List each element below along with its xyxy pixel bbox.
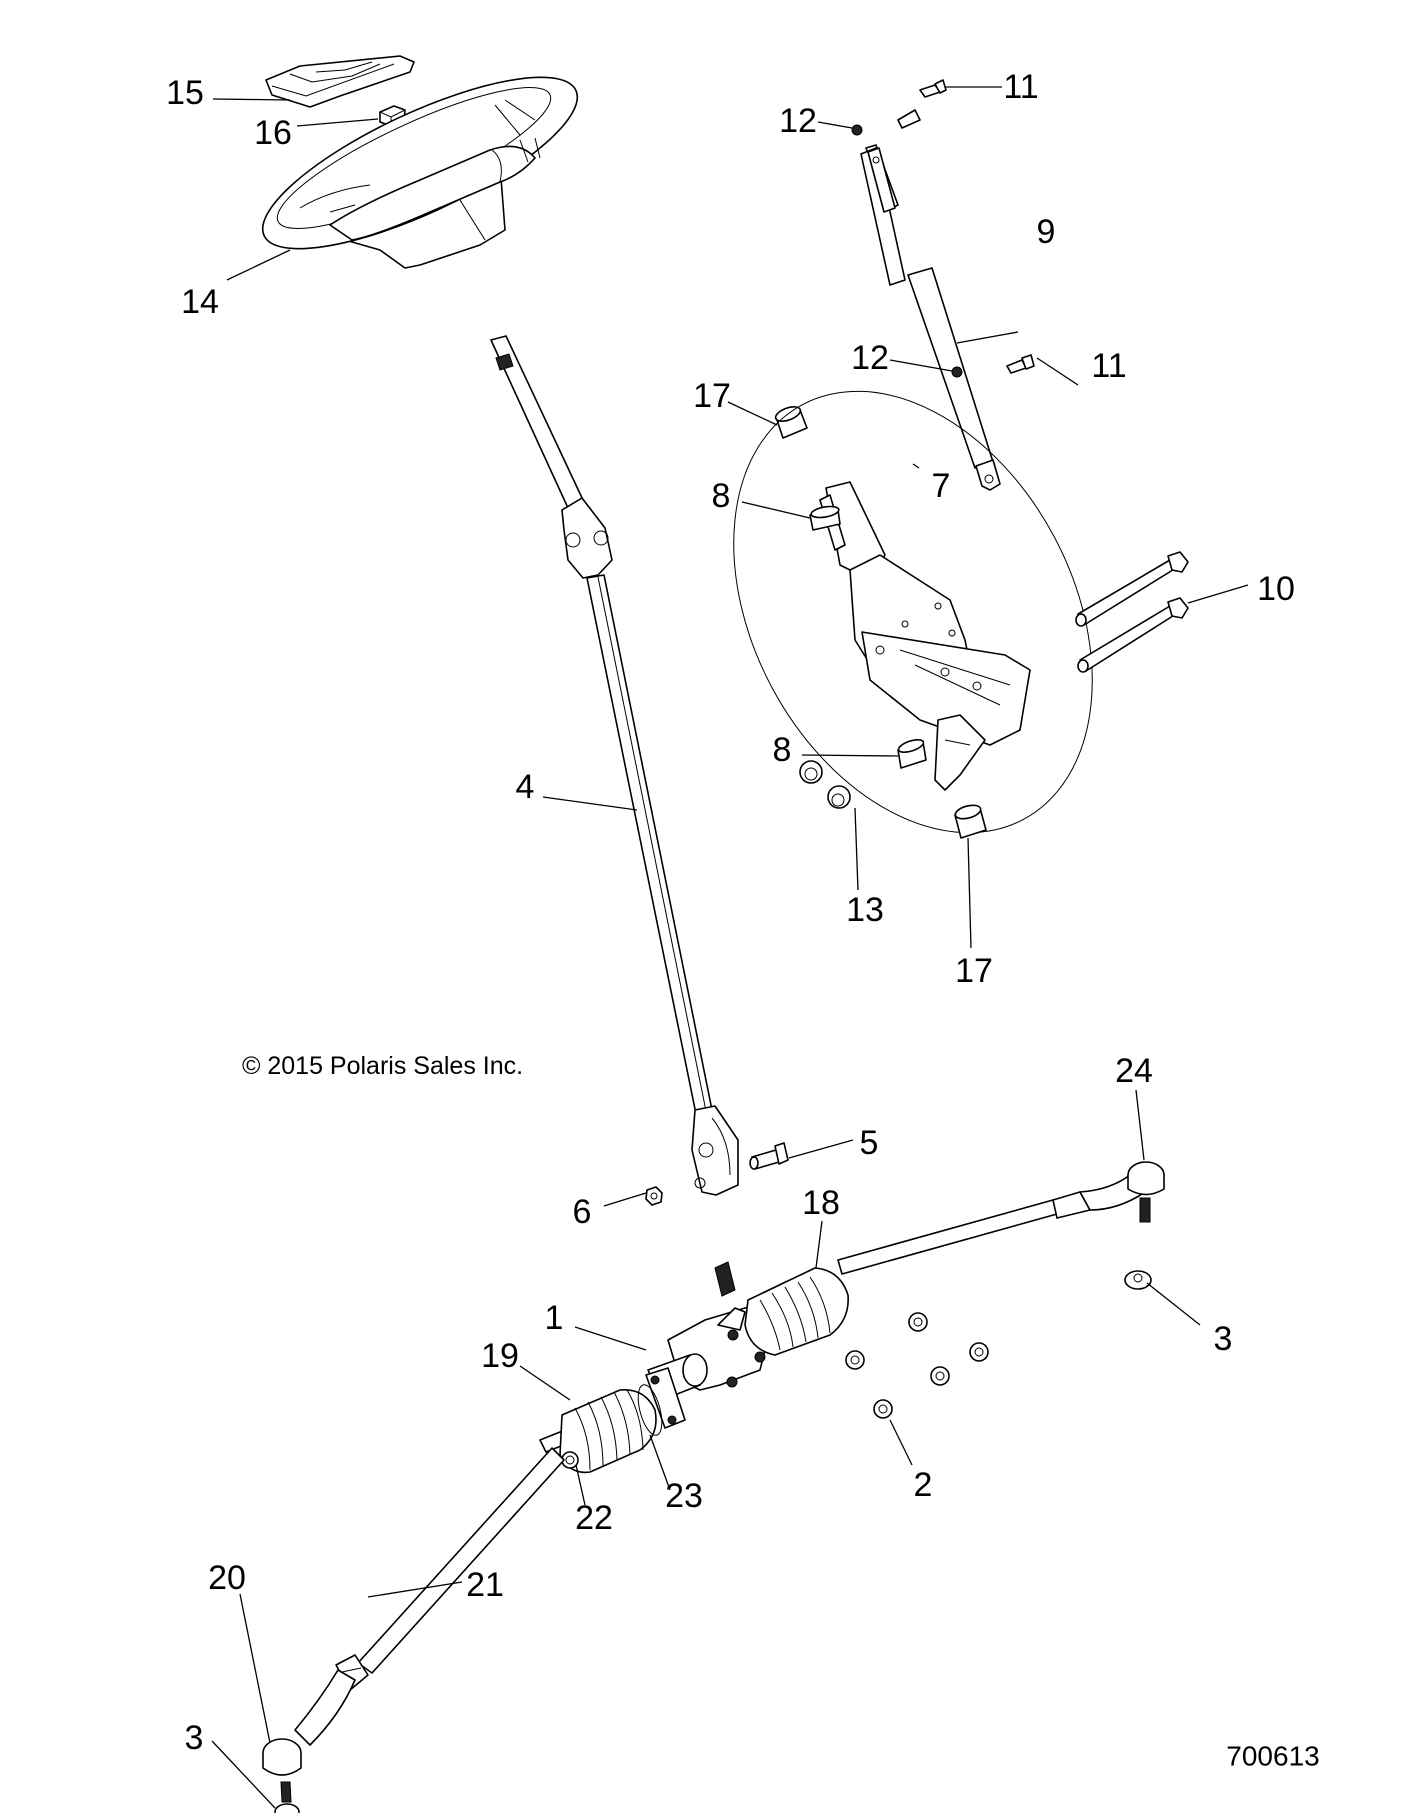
callout-20: 20: [208, 1559, 246, 1597]
u-joint-bolt[interactable]: [749, 1142, 789, 1170]
callout-11-top: 11: [1003, 68, 1038, 106]
figure-id: 700613: [1226, 1741, 1319, 1772]
callout-22: 22: [575, 1499, 613, 1537]
callout-8-bottom: 8: [773, 731, 792, 769]
left-tie-rod-end[interactable]: [262, 1669, 356, 1803]
callout-8-top: 8: [712, 477, 731, 515]
left-tie-rod[interactable]: [335, 1447, 565, 1691]
callout-11-bottom: 11: [1091, 347, 1126, 385]
callout-7: 7: [932, 467, 951, 505]
steering-wheel[interactable]: [243, 45, 597, 281]
callout-17-top: 17: [693, 377, 731, 415]
flanged-bushing-top[interactable]: [774, 404, 808, 439]
callout-19: 19: [481, 1337, 519, 1375]
strut-stud-bottom[interactable]: [1006, 354, 1035, 374]
callout-3-bottom: 3: [185, 1719, 204, 1757]
bushing-bottom[interactable]: [897, 737, 927, 769]
callout-9: 9: [1037, 213, 1056, 251]
bracket-nut-left[interactable]: [799, 760, 823, 784]
callout-23: 23: [665, 1477, 703, 1515]
bracket-nut-right[interactable]: [827, 785, 851, 809]
callout-16: 16: [254, 114, 292, 152]
boot-clamp-large[interactable]: [634, 1382, 667, 1437]
strut-nut-top[interactable]: [851, 124, 863, 136]
strut-stud-top[interactable]: [919, 79, 947, 98]
callout-1: 1: [545, 1299, 564, 1337]
callout-2: 2: [914, 1466, 933, 1504]
flanged-bushing-bottom[interactable]: [954, 803, 987, 839]
callout-15: 15: [166, 74, 204, 112]
callout-4: 4: [516, 768, 535, 806]
rack-mount-nuts[interactable]: [845, 1312, 989, 1419]
leader-lines: [211, 86, 1249, 1809]
callout-13: 13: [846, 891, 884, 929]
callout-3-right: 3: [1214, 1320, 1233, 1358]
right-tie-rod-end[interactable]: [1052, 1161, 1165, 1223]
u-joint-nut[interactable]: [645, 1186, 663, 1206]
callout-21: 21: [466, 1566, 504, 1604]
strut-nut-bottom[interactable]: [951, 366, 963, 378]
strut-stud-upper-pin[interactable]: [897, 109, 921, 129]
callout-17-bottom: 17: [955, 952, 993, 990]
tie-rod-end-nut-right[interactable]: [1124, 1270, 1152, 1290]
callout-14: 14: [181, 283, 219, 321]
steering-rack-assembly[interactable]: [539, 1199, 1058, 1453]
callout-10: 10: [1257, 570, 1295, 608]
copyright-notice: © 2015 Polaris Sales Inc.: [242, 1052, 523, 1080]
pivot-bolt-lower[interactable]: [1077, 597, 1189, 673]
bushing-top[interactable]: [809, 505, 841, 531]
callout-12-bottom: 12: [851, 339, 889, 377]
callout-18: 18: [802, 1184, 840, 1222]
pivot-bolt-upper[interactable]: [1075, 551, 1189, 627]
callout-24: 24: [1115, 1052, 1153, 1090]
steering-shaft[interactable]: [490, 335, 739, 1196]
callout-12-top: 12: [779, 102, 817, 140]
gas-strut[interactable]: [860, 144, 1001, 491]
tilt-bracket-assembly[interactable]: [661, 329, 1164, 894]
callout-6: 6: [573, 1193, 592, 1231]
right-boot[interactable]: [744, 1267, 849, 1356]
tie-rod-end-nut-left[interactable]: [274, 1803, 300, 1813]
hub-cover[interactable]: [265, 55, 415, 108]
callout-5: 5: [860, 1124, 879, 1162]
